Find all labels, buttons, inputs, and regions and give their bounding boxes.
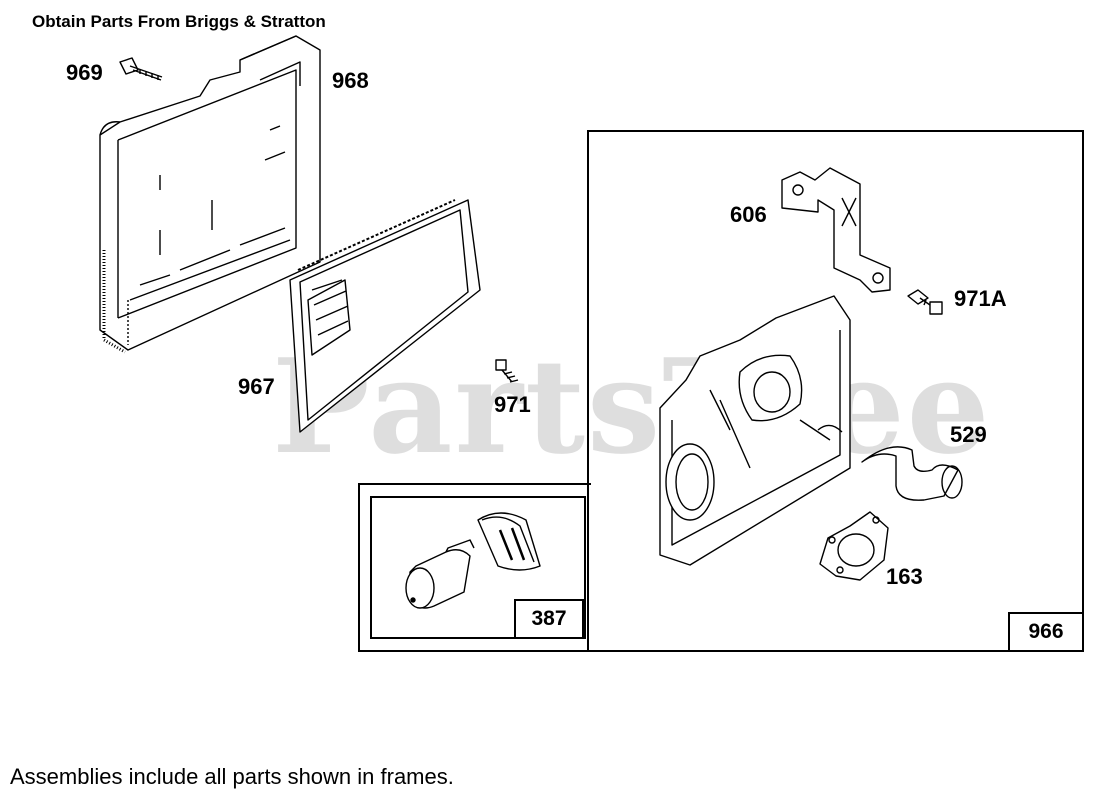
screw-971a-icon xyxy=(907,289,943,315)
assembly-frame-387 xyxy=(370,496,586,639)
frame-tag-966[interactable]: 966 xyxy=(1008,612,1084,652)
cover-icon xyxy=(99,35,321,354)
base-icon xyxy=(659,295,851,566)
footer-note: Assemblies include all parts shown in fr… xyxy=(10,764,454,789)
elbow-icon xyxy=(861,446,963,501)
part-label-606[interactable]: 606 xyxy=(730,202,767,227)
screw-971-icon xyxy=(495,359,519,383)
air-filter-icon xyxy=(289,199,481,433)
assembly-frame-966 xyxy=(587,130,1084,652)
part-label-971[interactable]: 971 xyxy=(494,392,531,417)
part-label-968[interactable]: 968 xyxy=(332,68,369,93)
bracket-icon xyxy=(781,167,891,293)
part-label-967[interactable]: 967 xyxy=(238,374,275,399)
page-title: Obtain Parts From Briggs & Stratton xyxy=(32,12,326,31)
screw-969-icon xyxy=(119,57,163,81)
part-label-163[interactable]: 163 xyxy=(886,564,923,589)
assembly-frame-966-lower xyxy=(358,483,591,652)
prefilter-icon xyxy=(405,512,541,609)
part-label-529[interactable]: 529 xyxy=(950,422,987,447)
part-label-971a[interactable]: 971A xyxy=(954,286,1007,311)
gasket-icon xyxy=(819,511,889,581)
part-label-969[interactable]: 969 xyxy=(66,60,103,85)
frame-tag-387[interactable]: 387 xyxy=(514,599,584,639)
